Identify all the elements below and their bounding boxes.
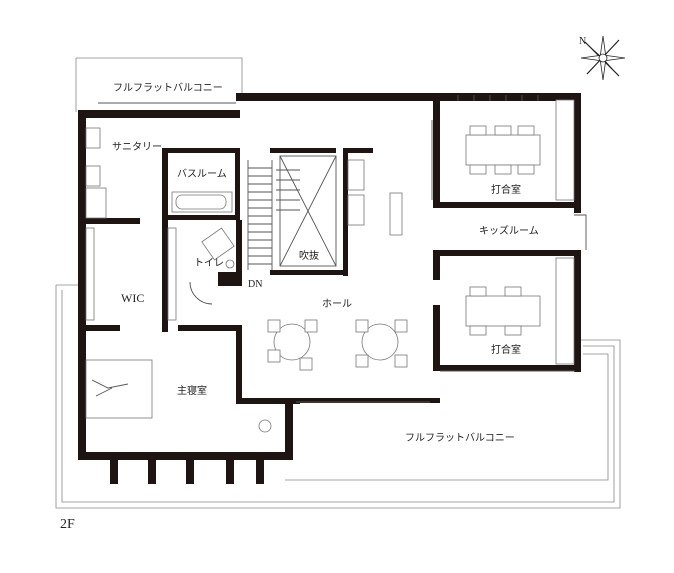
label-meeting-room-2: 打合室: [491, 343, 521, 356]
label-meeting-room-1: 打合室: [491, 183, 521, 196]
floor-label: 2F: [60, 517, 75, 532]
label-atrium: 吹抜: [299, 249, 319, 262]
label-toilet: トイレ: [194, 258, 224, 269]
hall-tables: [267, 319, 408, 371]
walls: [78, 93, 581, 484]
label-hall: ホール: [322, 298, 352, 310]
fixtures: [85, 95, 587, 433]
compass-icon: N: [579, 35, 626, 81]
room-labels: フルフラットバルコニー サニタリー バスルーム トイレ WIC 主寝室 吹抜 D…: [112, 82, 539, 444]
label-balcony-bottom: フルフラットバルコニー: [405, 432, 515, 444]
label-sanitary: サニタリー: [112, 141, 162, 153]
staircase: [247, 160, 300, 270]
label-master-bedroom: 主寝室: [177, 384, 207, 397]
label-bathroom: バスルーム: [177, 168, 227, 180]
label-kids-room: キッズルーム: [479, 224, 539, 237]
label-balcony-top: フルフラットバルコニー: [113, 82, 223, 94]
balcony-outlines: [55, 57, 621, 509]
label-down: DN: [248, 279, 262, 290]
compass-label: N: [579, 36, 586, 47]
label-wic: WIC: [121, 291, 144, 305]
